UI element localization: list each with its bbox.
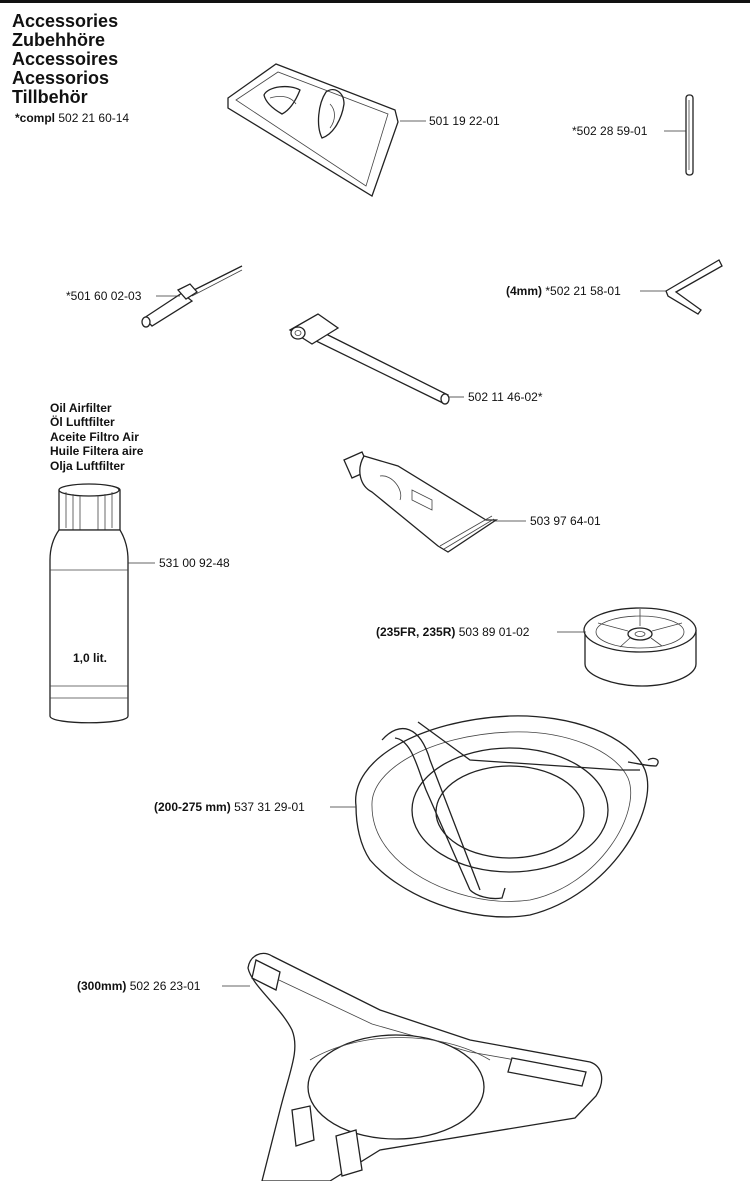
screwdriver-label: *501 60 02-03	[66, 289, 141, 303]
title-fr: Accessoires	[12, 49, 119, 69]
guard-200-275-drawing	[355, 715, 659, 918]
oil-heading-es: Aceite Filtro Air	[50, 429, 139, 444]
oil-bottle-drawing	[49, 483, 129, 724]
oil-bottle-label: 531 00 92-48	[159, 556, 230, 570]
oil-heading-en: Oil Airfilter	[50, 401, 112, 415]
guard-300-number: 502 26 23-01	[129, 979, 201, 993]
screwdriver-number: *501 60 02-03	[66, 289, 142, 303]
support-cup-label: (235FR, 235R) 503 89 01-02	[376, 625, 529, 639]
hex-key-qualifier: (4mm)	[506, 284, 543, 298]
oil-volume-label: 1,0 lit.	[73, 651, 108, 665]
pin-number: *502 28 59-01	[572, 124, 648, 138]
oil-heading-de: Öl Luftfilter	[50, 415, 115, 430]
title-de: Zubehhöre	[12, 30, 105, 50]
hex-key-label: (4mm) *502 21 58-01	[506, 284, 621, 298]
page-title: Accessories Zubehhöre Accessoires Acesso…	[12, 12, 118, 107]
carry-bag-label: 501 19 22-01	[429, 114, 500, 128]
title-sv: Tillbehör	[12, 87, 88, 107]
carry-bag-drawing	[227, 63, 399, 197]
complete-kit-number: *compl 502 21 60-14	[15, 111, 129, 125]
oil-heading-sv: Olja Luftfilter	[50, 458, 125, 473]
guard-300-label: (300mm) 502 26 23-01	[77, 979, 200, 993]
grease-tube-drawing	[343, 451, 499, 553]
guard-200-275-number: 537 31 29-01	[234, 800, 305, 814]
title-en: Accessories	[12, 11, 119, 31]
oil-airfilter-heading: Oil Airfilter Öl Luftfilter Aceite Filtr…	[50, 401, 143, 473]
combination-spanner-label: 502 11 46-02*	[468, 390, 543, 404]
screwdriver-drawing	[141, 265, 243, 328]
compl-prefix: *compl	[15, 111, 56, 125]
pin-drawing	[685, 94, 694, 176]
hex-key-drawing	[665, 259, 723, 315]
pin-label: *502 28 59-01	[572, 124, 647, 138]
guard-200-275-label: (200-275 mm) 537 31 29-01	[154, 800, 305, 814]
oil-bottle-number: 531 00 92-48	[159, 556, 230, 570]
combination-spanner-number: 502 11 46-02*	[468, 390, 543, 404]
top-rule	[0, 0, 750, 3]
oil-heading-fr: Huile Filtera aire	[50, 444, 144, 459]
support-cup-number: 503 89 01-02	[458, 625, 530, 639]
guard-300-drawing	[247, 952, 603, 1181]
support-cup-qualifier: (235FR, 235R)	[376, 625, 456, 639]
carry-bag-number: 501 19 22-01	[429, 114, 500, 128]
combination-spanner-drawing	[288, 313, 450, 405]
guard-300-qualifier: (300mm)	[77, 979, 127, 993]
hex-key-number: *502 21 58-01	[545, 284, 621, 298]
support-cup-drawing	[583, 607, 697, 687]
guard-200-275-qualifier: (200-275 mm)	[154, 800, 231, 814]
grease-tube-label: 503 97 64-01	[530, 514, 601, 528]
grease-tube-number: 503 97 64-01	[530, 514, 601, 528]
title-es: Acessorios	[12, 68, 110, 88]
compl-number: 502 21 60-14	[58, 111, 130, 125]
